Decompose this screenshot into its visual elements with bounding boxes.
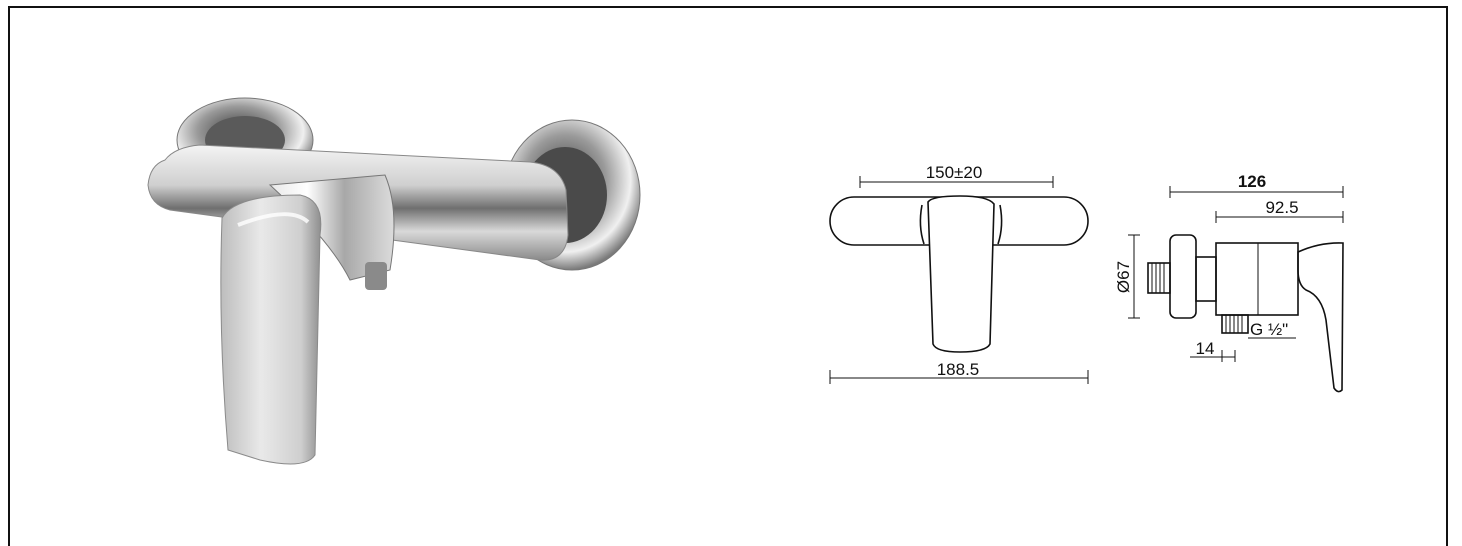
dim-outlet-thread-label: G ½": [1250, 320, 1288, 339]
dim-width-label: 188.5: [937, 360, 980, 379]
side-view-drawing: [1128, 186, 1344, 393]
dim-depth-label: 126: [1238, 172, 1266, 191]
product-photo: [147, 97, 641, 465]
dim-diameter-label: Ø67: [1114, 261, 1133, 293]
side-lever-outline: [1297, 242, 1344, 393]
side-flange: [1169, 234, 1197, 319]
front-view-drawing: [829, 176, 1089, 384]
drawing-frame: [8, 6, 1448, 546]
side-thread-connector: [1147, 262, 1171, 294]
side-body: [1215, 242, 1299, 316]
dim-outlet-offset-label: 14: [1196, 339, 1215, 358]
side-outlet: [1221, 314, 1249, 334]
dim-body-label: 92.5: [1265, 198, 1298, 217]
front-lever-outline: [927, 195, 995, 353]
lever-handle: [220, 194, 322, 465]
dim-centers-label: 150±20: [926, 163, 983, 182]
